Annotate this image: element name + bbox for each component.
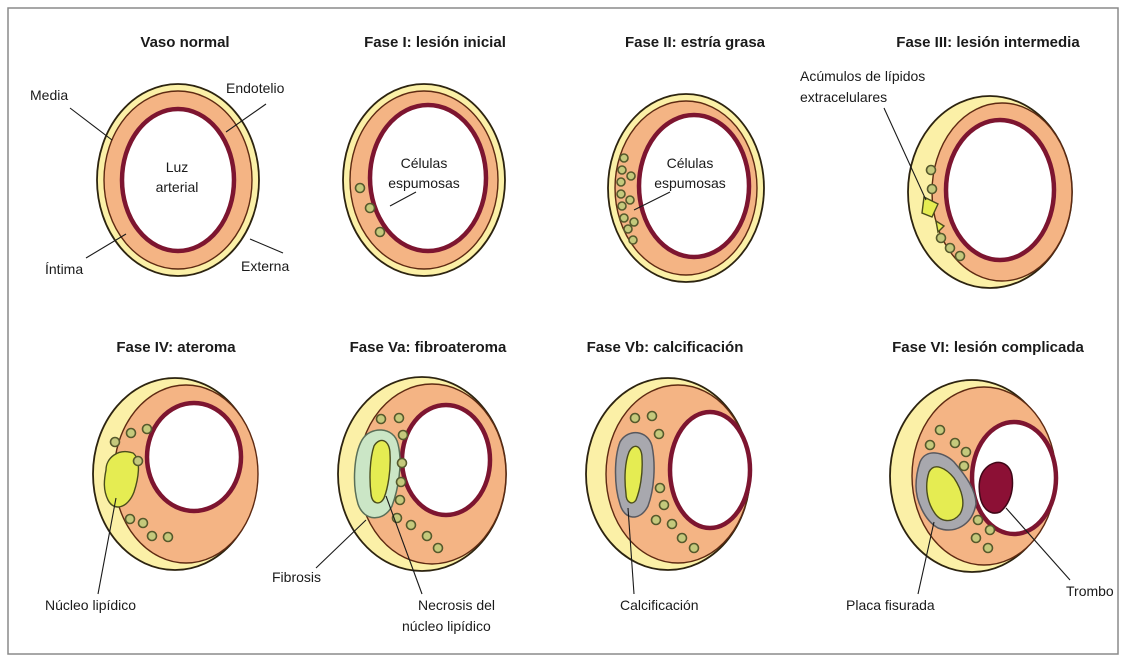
foam-cell xyxy=(618,202,626,210)
panel-title: Fase Va: fibroateroma xyxy=(350,339,507,356)
foam-cell xyxy=(960,462,969,471)
foam-cell xyxy=(434,544,443,553)
foam-cell xyxy=(678,534,687,543)
label-calcificacion: Calcificación xyxy=(620,597,699,613)
label-espumosas: espumosas xyxy=(388,175,460,191)
label-intima: Íntima xyxy=(45,261,83,277)
label-nucleo-lipidico: núcleo lipídico xyxy=(402,618,491,634)
label-trombo: Trombo xyxy=(1066,583,1114,599)
foam-cell xyxy=(618,166,626,174)
foam-cell xyxy=(951,439,960,448)
foam-cell xyxy=(626,196,634,204)
foam-cell xyxy=(984,544,993,553)
label-acumulos: Acúmulos de lípidos xyxy=(800,68,925,84)
label-celulas: Células xyxy=(401,155,448,171)
foam-cell xyxy=(396,496,405,505)
arterial-lumen xyxy=(147,403,241,511)
foam-cell xyxy=(377,415,386,424)
foam-cell xyxy=(627,172,635,180)
label-extracelulares: extracelulares xyxy=(800,89,887,105)
foam-cell xyxy=(148,532,157,541)
foam-cell xyxy=(656,484,665,493)
panel-title: Fase IV: ateroma xyxy=(116,339,236,356)
foam-cell xyxy=(164,533,173,542)
foam-cell xyxy=(946,244,955,253)
label-placa-fisurada: Placa fisurada xyxy=(846,597,935,613)
foam-cell xyxy=(648,412,657,421)
foam-cell xyxy=(423,532,432,541)
foam-cell xyxy=(652,516,661,525)
foam-cell xyxy=(143,425,152,434)
foam-cell xyxy=(620,154,628,162)
foam-cell xyxy=(927,166,936,175)
foam-cell xyxy=(398,459,407,468)
panel-title: Fase I: lesión inicial xyxy=(364,34,506,51)
foam-cell xyxy=(111,438,120,447)
foam-cell xyxy=(936,426,945,435)
foam-cell xyxy=(397,478,406,487)
foam-cell xyxy=(617,178,625,186)
foam-cell xyxy=(937,234,946,243)
foam-cell xyxy=(617,190,625,198)
foam-cell xyxy=(620,214,628,222)
foam-cell xyxy=(139,519,148,528)
foam-cell xyxy=(928,185,937,194)
label-arterial: arterial xyxy=(156,179,199,195)
foam-cell xyxy=(376,228,385,237)
panel-title: Fase Vb: calcificación xyxy=(587,339,744,356)
panel-title: Fase III: lesión intermedia xyxy=(896,34,1080,51)
foam-cell xyxy=(986,526,995,535)
foam-cell xyxy=(624,225,632,233)
foam-cell xyxy=(126,515,135,524)
panel-title: Fase II: estría grasa xyxy=(625,34,766,51)
foam-cell xyxy=(690,544,699,553)
panel-title: Vaso normal xyxy=(140,34,229,51)
foam-cell xyxy=(655,430,664,439)
label-espumosas: espumosas xyxy=(654,175,726,191)
label-media: Media xyxy=(30,87,68,103)
label-necrosis-del: Necrosis del xyxy=(418,597,495,613)
foam-cell xyxy=(395,414,404,423)
foam-cell xyxy=(407,521,416,530)
arterial-lumen xyxy=(402,405,490,515)
label-celulas: Células xyxy=(667,155,714,171)
foam-cell xyxy=(366,204,375,213)
arterial-lumen xyxy=(670,412,750,528)
foam-cell xyxy=(629,236,637,244)
foam-cell xyxy=(962,448,971,457)
foam-cell xyxy=(660,501,669,510)
foam-cell xyxy=(631,414,640,423)
foam-cell xyxy=(956,252,965,261)
label-fibrosis: Fibrosis xyxy=(272,569,321,585)
label-luz: Luz xyxy=(166,159,189,175)
panel-title: Fase VI: lesión complicada xyxy=(892,339,1084,356)
foam-cell xyxy=(134,457,143,466)
foam-cell xyxy=(668,520,677,529)
label-endotelio: Endotelio xyxy=(226,80,285,96)
label-nucleo-lipidico: Núcleo lipídico xyxy=(45,597,136,613)
arterial-lumen xyxy=(946,120,1054,260)
foam-cell xyxy=(972,534,981,543)
foam-cell xyxy=(630,218,638,226)
foam-cell xyxy=(974,516,983,525)
foam-cell xyxy=(356,184,365,193)
label-externa: Externa xyxy=(241,258,289,274)
foam-cell xyxy=(399,431,408,440)
foam-cell xyxy=(127,429,136,438)
foam-cell xyxy=(926,441,935,450)
